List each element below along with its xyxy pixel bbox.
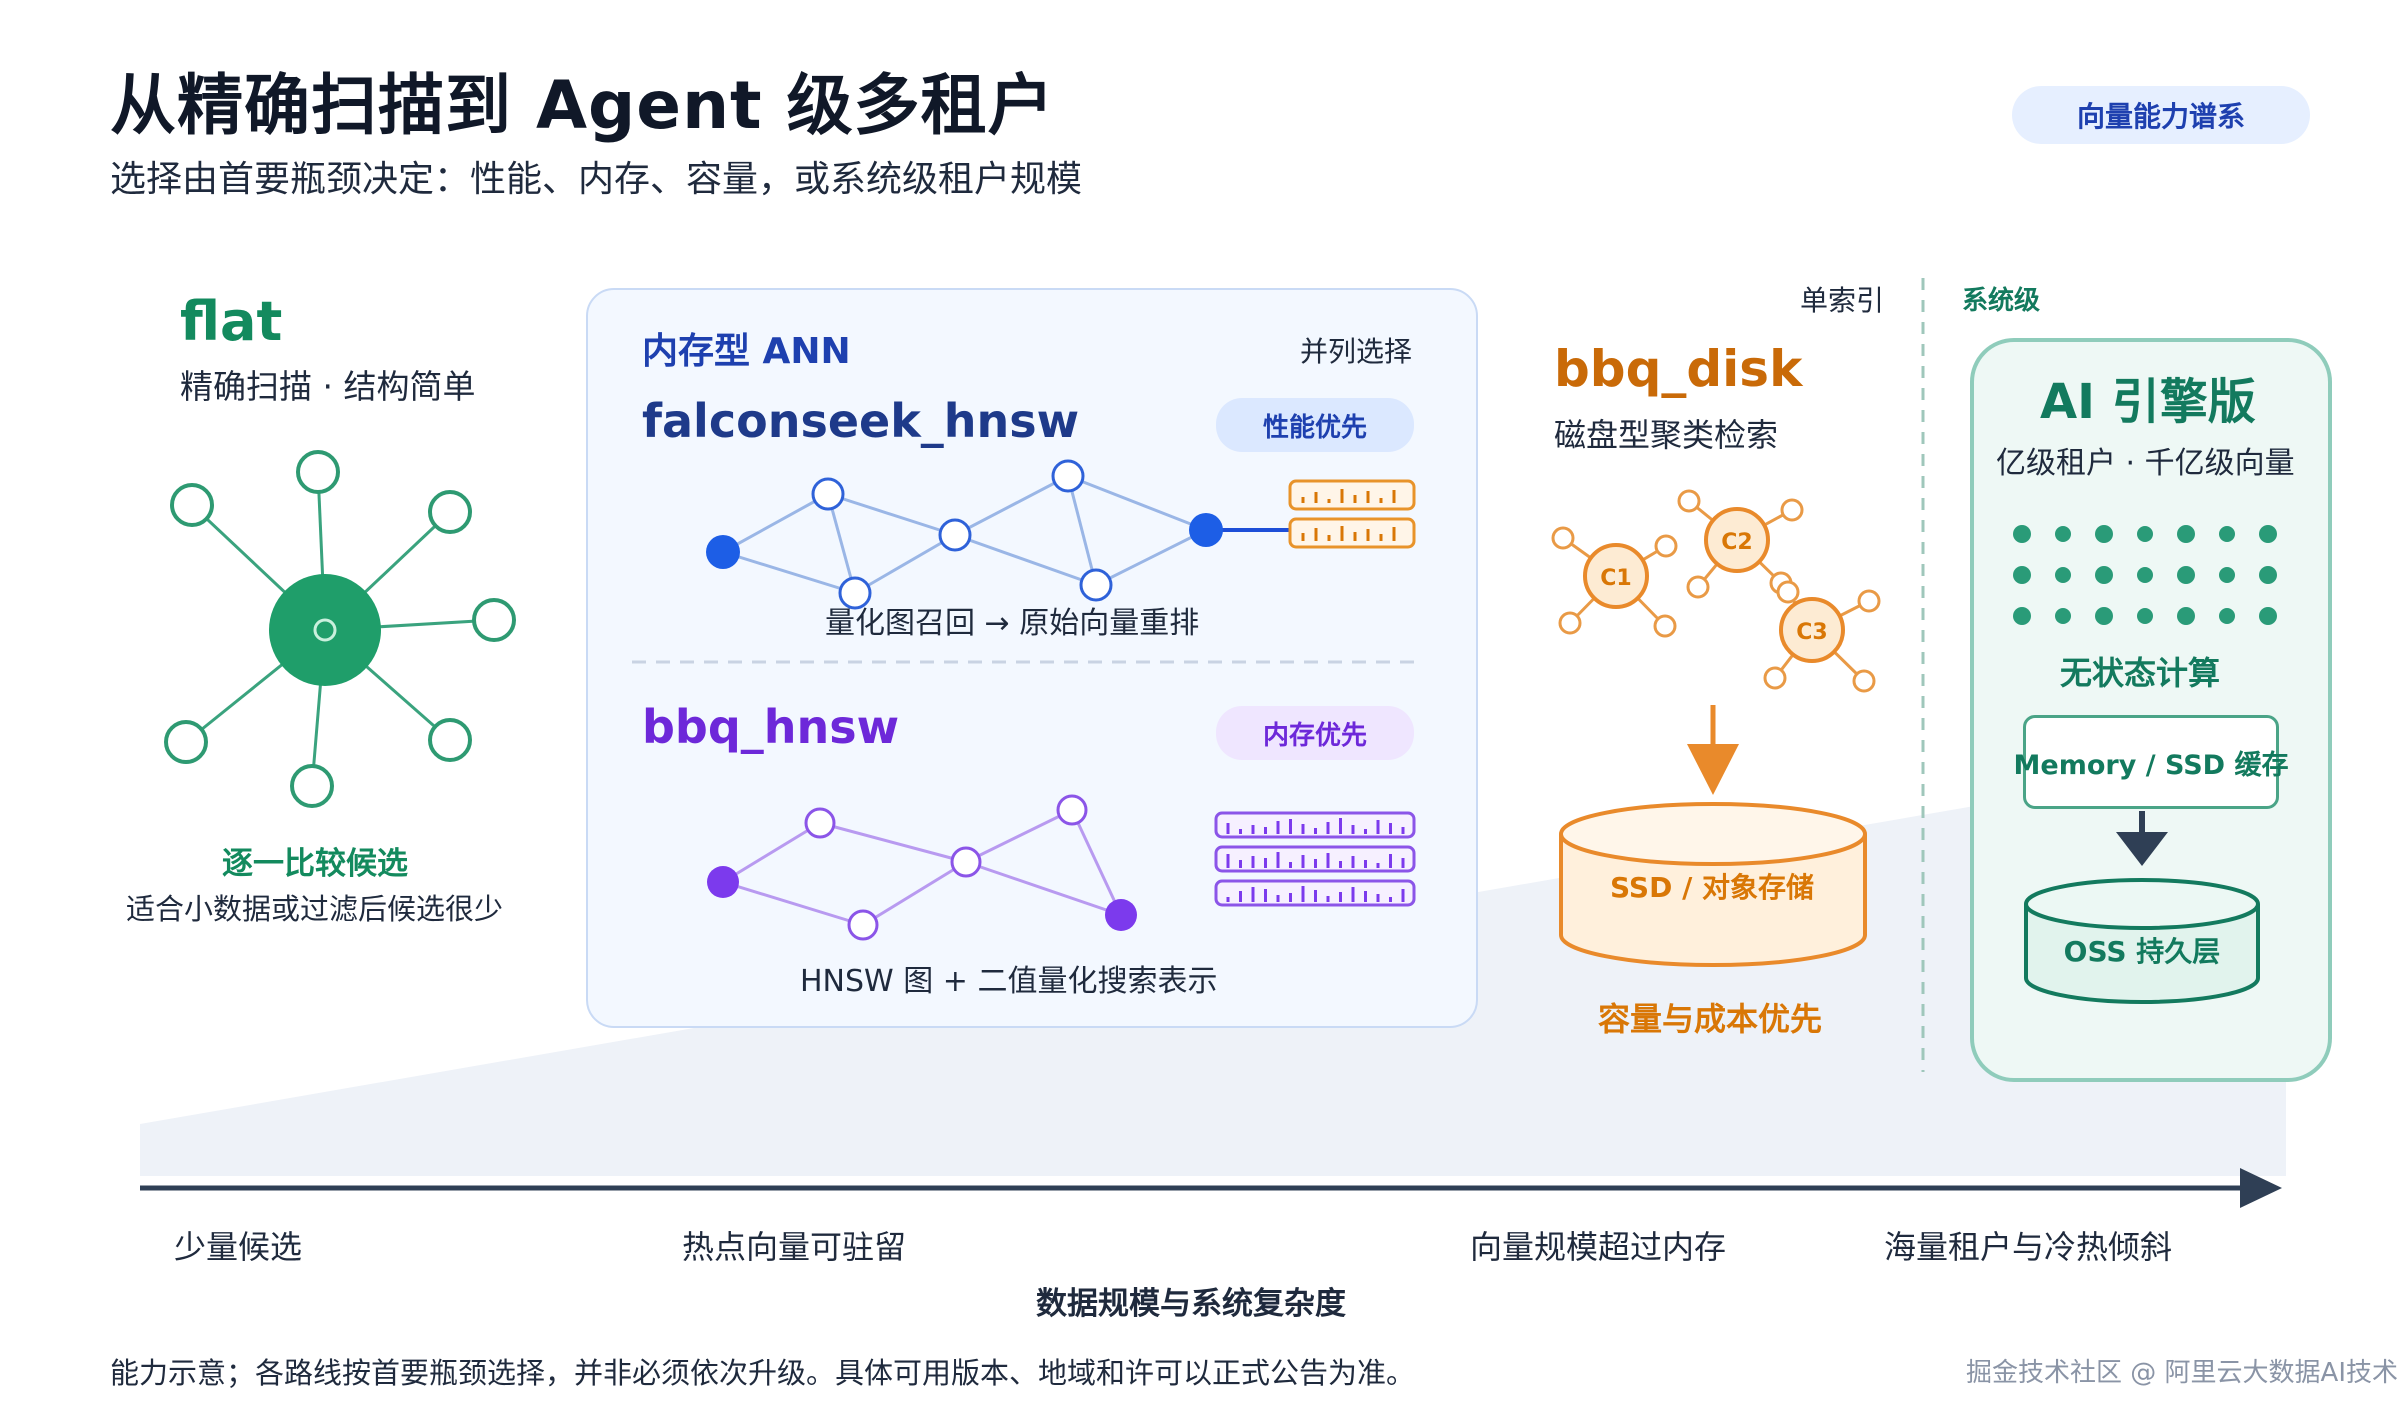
falconseek-caption: 量化图召回 → 原始向量重排 [825,606,1200,641]
compute-dot [2259,566,2277,584]
compute-dot [2219,567,2235,583]
compute-dot [2219,608,2235,624]
axis-stage-2: 热点向量可驻留 [682,1228,907,1266]
stateless-compute-label: 无状态计算 [2060,654,2221,692]
compute-dot [2219,526,2235,542]
axis-stage-1: 少量候选 [174,1228,303,1266]
compute-dot [2095,525,2113,543]
bbq-disk-title: bbq_disk [1554,340,1803,398]
compute-dot [2095,566,2113,584]
axis-stage-4: 海量租户与冷热倾斜 [1884,1228,2173,1266]
axis-title: 数据规模与系统复杂度 [1036,1286,1346,1322]
bbq-hnsw-title: bbq_hnsw [642,700,900,754]
spectrum-badge: 向量能力谱系 [2012,86,2310,144]
compute-dot [2259,607,2277,625]
oss-cylinder-icon [2024,878,2260,1004]
watermark: 掘金技术社区 @ 阿里云大数据AI技术 [1966,1358,2398,1388]
cluster-label-c1: C1 [1600,566,1631,591]
memory-first-badge: 内存优先 [1216,706,1414,760]
performance-first-badge: 性能优先 [1216,398,1414,452]
compute-dot [2055,567,2071,583]
compute-dot [2013,607,2031,625]
flat-title: flat [180,290,283,353]
flat-desc: 精确扫描 · 结构简单 [180,367,476,406]
compute-dot [2055,608,2071,624]
bbq-hnsw-caption: HNSW 图 + 二值量化搜索表示 [800,964,1218,999]
flat-caption-bold: 逐一比较候选 [222,846,408,882]
system-level-label: 系统级 [1962,286,2041,316]
compute-dot [2177,525,2195,543]
page-title: 从精确扫描到 Agent 级多租户 [110,67,1055,144]
page-subtitle: 选择由首要瓶颈决定：性能、内存、容量，或系统级租户规模 [110,159,1083,200]
cluster-label-c2: C2 [1721,530,1752,555]
flat-star-graph [164,450,516,808]
memory-ssd-cache-box: Memory / SSD 缓存 [2014,715,2288,809]
single-index-label: 单索引 [1800,284,1885,317]
oss-persistent-label: OSS 持久层 [2063,935,2221,968]
ai-engine-desc: 亿级租户 · 千亿级向量 [1996,446,2295,481]
falconseek-title: falconseek_hnsw [642,394,1080,448]
compute-dot [2013,566,2031,584]
compute-dot [2177,566,2195,584]
compute-dot [2095,607,2113,625]
compute-dot [2177,607,2195,625]
bbq-hnsw-graph [707,794,1416,941]
ai-engine-arrow-icon [2116,811,2168,866]
compute-dot [2137,567,2153,583]
falconseek-graph [706,459,1416,610]
disk-arrow-icon [1687,705,1739,795]
footer-note: 能力示意；各路线按首要瓶颈选择，并非必须依次升级。具体可用版本、地域和许可以正式… [110,1356,1416,1390]
ssd-storage-label: SSD / 对象存储 [1610,871,1815,904]
axis-stage-3: 向量规模超过内存 [1470,1228,1727,1266]
bbq-disk-clusters: C1 C2 C3 [1551,489,1881,693]
memory-ann-header: 内存型 ANN [642,331,851,372]
bbq-disk-desc: 磁盘型聚类检索 [1554,416,1779,454]
compute-dot-grid [2013,525,2277,625]
compute-dot [2055,526,2071,542]
parallel-choice-note: 并列选择 [1300,335,1413,368]
compute-dot [2013,525,2031,543]
ssd-cylinder-icon [1559,802,1867,967]
cluster-label-c3: C3 [1796,620,1827,645]
capacity-cost-caption: 容量与成本优先 [1598,1000,1823,1038]
complexity-axis [140,1168,2282,1208]
flat-caption: 适合小数据或过滤后候选很少 [126,892,504,926]
compute-dot [2137,608,2153,624]
compute-dot [2259,525,2277,543]
ai-engine-title: AI 引擎版 [2040,374,2256,430]
compute-dot [2137,526,2153,542]
